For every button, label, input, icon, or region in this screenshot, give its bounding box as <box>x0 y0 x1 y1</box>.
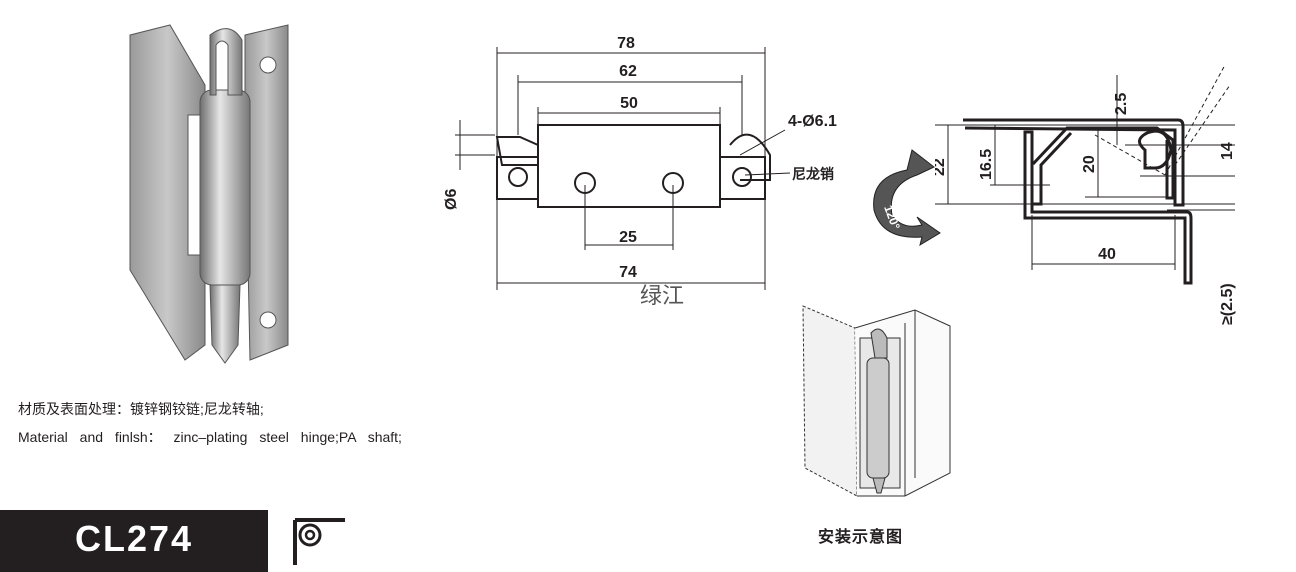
watermark: 绿江 <box>640 283 685 308</box>
side-view-drawing: 2.5 22 16.5 20 14 40 ≥(2.5) <box>935 64 1236 325</box>
material-description-en: Material and finlsh： zinc–plating steel … <box>18 429 402 445</box>
model-code: CL274 <box>74 518 194 559</box>
hinge-mount-icon <box>293 518 345 565</box>
dim-holes-label: 4-Ø6.1 <box>788 113 837 130</box>
dim-pin-dia-label: Ø6 <box>443 189 460 210</box>
hinge-3d-illustration <box>129 24 289 364</box>
dim-min-label: ≥(2.5) <box>1219 283 1236 325</box>
material-description-cn: 材质及表面处理：镀锌钢铰链;尼龙转轴; <box>18 401 264 417</box>
installation-illustration <box>802 305 951 497</box>
dim-62-label: 62 <box>619 63 637 80</box>
model-code-banner <box>0 510 268 572</box>
rotation-arrow-icon: 120° <box>873 149 941 247</box>
installation-caption: 安装示意图 <box>818 529 904 546</box>
dim-2-5-label: 2.5 <box>1113 93 1130 115</box>
dim-20-label: 20 <box>1081 155 1098 173</box>
front-view-drawing: 78 62 50 4-Ø6.1 尼龙销 Ø6 25 74 <box>443 35 837 290</box>
dim-14-label: 14 <box>1219 142 1236 160</box>
dim-22-label: 22 <box>935 158 948 176</box>
dim-hole-spacing-label: 25 <box>619 229 637 246</box>
dim-overall-label: 78 <box>617 35 635 52</box>
dim-50-label: 50 <box>620 95 638 112</box>
dim-74-label: 74 <box>619 264 637 281</box>
nylon-pin-label: 尼龙销 <box>792 166 834 182</box>
dim-16-5-label: 16.5 <box>978 149 995 180</box>
dim-40-label: 40 <box>1098 246 1116 263</box>
